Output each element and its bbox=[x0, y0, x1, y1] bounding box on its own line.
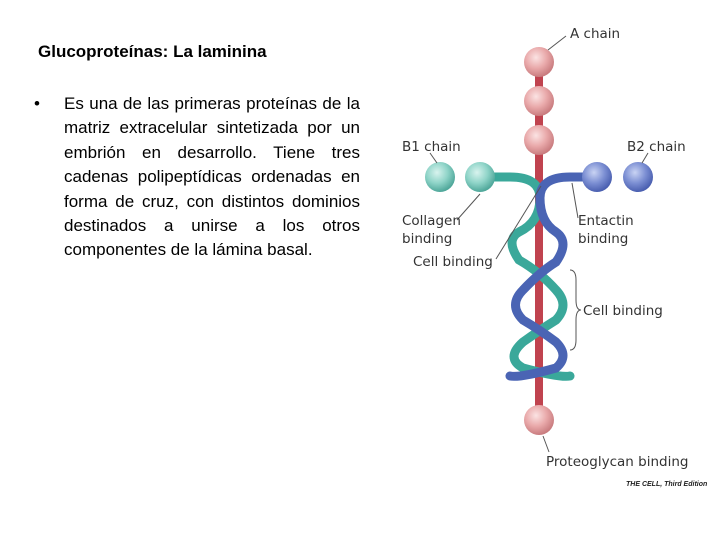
slide-title: Glucoproteínas: La laminina bbox=[38, 42, 267, 61]
collagen-binding-label-line1: Collagen bbox=[402, 213, 461, 229]
a-chain-globule-bottom bbox=[524, 405, 554, 435]
b2-chain-strand bbox=[505, 172, 602, 381]
a-chain-globule-3 bbox=[524, 125, 554, 155]
a-chain-label: A chain bbox=[570, 26, 620, 42]
cell-binding-upper-label: Cell binding bbox=[413, 254, 493, 270]
bullet-marker: • bbox=[34, 94, 40, 113]
b1-chain-globule-outer bbox=[425, 162, 455, 192]
proteoglycan-binding-label: Proteoglycan binding bbox=[546, 454, 688, 470]
proteoglycan-binding-leader bbox=[542, 435, 550, 453]
collagen-binding-leader bbox=[456, 193, 481, 221]
a-chain-leader bbox=[547, 35, 567, 51]
b2-chain-leader bbox=[641, 152, 649, 164]
b2-chain-label: B2 chain bbox=[627, 139, 686, 155]
b1-chain-globule-inner bbox=[465, 162, 495, 192]
entactin-binding-leader bbox=[571, 182, 579, 219]
a-chain-globule-1 bbox=[524, 47, 554, 77]
b2-chain-globule-inner bbox=[582, 162, 612, 192]
figure-credit: THE CELL, Third Edition bbox=[626, 481, 707, 488]
cell-binding-upper-leader bbox=[495, 185, 542, 260]
cell-binding-lower-label: Cell binding bbox=[583, 303, 663, 319]
cell-binding-bracket bbox=[569, 269, 582, 351]
bullet-item: • Es una de las primeras proteínas de la… bbox=[34, 92, 360, 263]
b2-chain-globule-outer bbox=[623, 162, 653, 192]
b1-chain-leader bbox=[429, 152, 438, 164]
bullet-text: Es una de las primeras proteínas de la m… bbox=[64, 94, 360, 260]
a-chain-globule-2 bbox=[524, 86, 554, 116]
entactin-binding-label-line1: Entactin bbox=[578, 213, 634, 229]
b1-chain-label: B1 chain bbox=[402, 139, 461, 155]
entactin-binding-label-line2: binding bbox=[578, 231, 628, 247]
collagen-binding-label-line2: binding bbox=[402, 231, 452, 247]
